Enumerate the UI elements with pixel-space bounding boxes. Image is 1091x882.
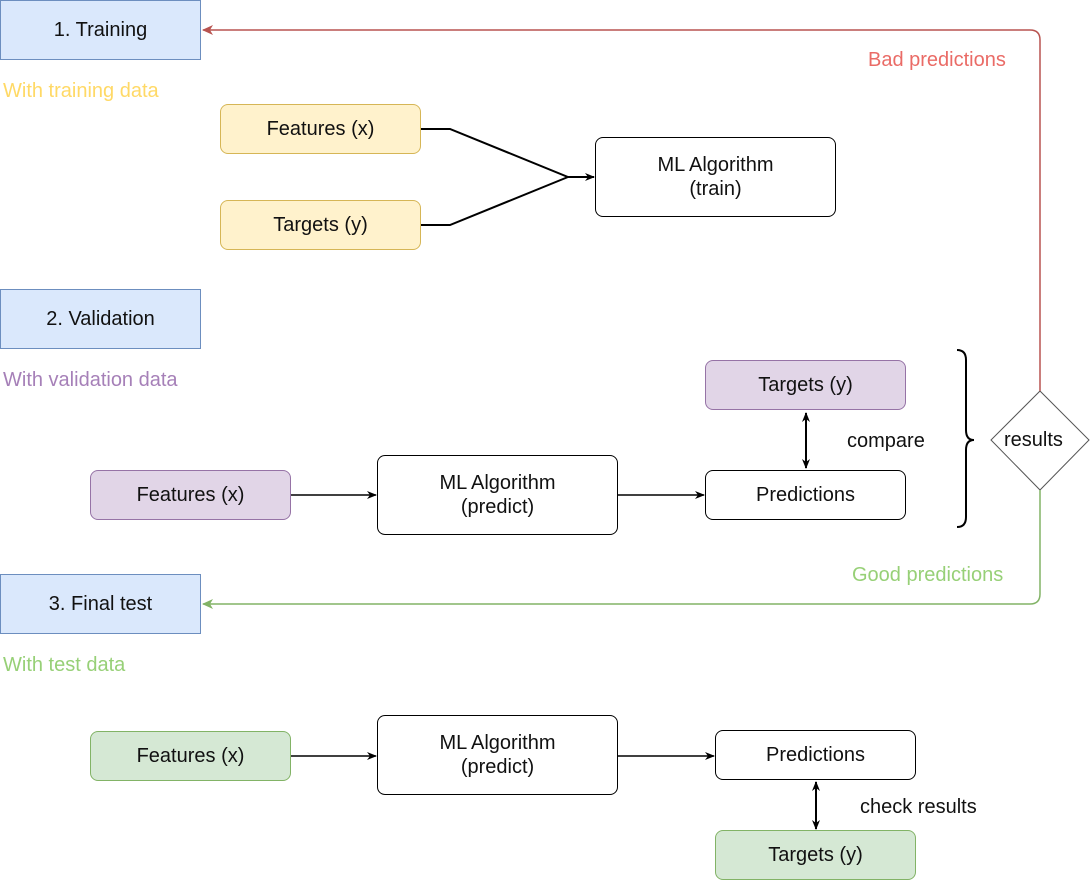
- check-results-label: check results: [860, 796, 977, 818]
- test-algorithm-box[interactable]: ML Algorithm (predict): [377, 715, 618, 795]
- test-features-box[interactable]: Features (x): [90, 731, 291, 781]
- training-targets-box[interactable]: Targets (y): [220, 200, 421, 250]
- test-subtitle: With test data: [3, 654, 126, 676]
- compare-label: compare: [847, 430, 925, 452]
- stage-training[interactable]: 1. Training: [0, 0, 201, 60]
- stage-validation[interactable]: 2. Validation: [0, 289, 201, 349]
- validation-features-box[interactable]: Features (x): [90, 470, 291, 520]
- validation-targets-label: Targets (y): [758, 374, 853, 396]
- test-predictions-label: Predictions: [766, 744, 865, 766]
- edge-good-predictions: [202, 490, 1041, 609]
- stage-final-test[interactable]: 3. Final test: [0, 574, 201, 634]
- validation-predictions-box[interactable]: Predictions: [705, 470, 906, 520]
- validation-targets-box[interactable]: Targets (y): [705, 360, 906, 410]
- training-features-box[interactable]: Features (x): [220, 104, 421, 154]
- training-targets-label: Targets (y): [273, 214, 368, 236]
- training-features-label: Features (x): [266, 118, 375, 140]
- test-features-label: Features (x): [136, 745, 245, 767]
- bad-predictions-label: Bad predictions: [868, 49, 1006, 71]
- validation-subtitle: With validation data: [3, 369, 178, 391]
- edge-targets-to-train: [421, 176, 569, 226]
- stage-final-test-title: 3. Final test: [48, 593, 153, 615]
- edge-features-to-train: [421, 128, 595, 181]
- validation-features-label: Features (x): [136, 484, 245, 506]
- stage-training-title: 1. Training: [53, 19, 148, 41]
- training-subtitle: With training data: [3, 80, 159, 102]
- test-algorithm-title: ML Algorithm: [439, 732, 556, 754]
- decision-label: results: [1004, 429, 1063, 451]
- edge-bad-predictions: [202, 25, 1041, 391]
- training-algorithm-title: ML Algorithm: [657, 154, 774, 176]
- training-algorithm-mode: (train): [689, 178, 742, 200]
- curly-brace: [956, 349, 975, 528]
- validation-predictions-label: Predictions: [756, 484, 855, 506]
- test-algorithm-mode: (predict): [460, 756, 535, 778]
- validation-algorithm-title: ML Algorithm: [439, 472, 556, 494]
- training-algorithm-box[interactable]: ML Algorithm (train): [595, 137, 836, 217]
- validation-algorithm-mode: (predict): [460, 496, 535, 518]
- good-predictions-label: Good predictions: [852, 564, 1004, 586]
- test-targets-label: Targets (y): [768, 844, 863, 866]
- test-targets-box[interactable]: Targets (y): [715, 830, 916, 880]
- test-predictions-box[interactable]: Predictions: [715, 730, 916, 780]
- validation-algorithm-box[interactable]: ML Algorithm (predict): [377, 455, 618, 535]
- stage-validation-title: 2. Validation: [46, 308, 155, 330]
